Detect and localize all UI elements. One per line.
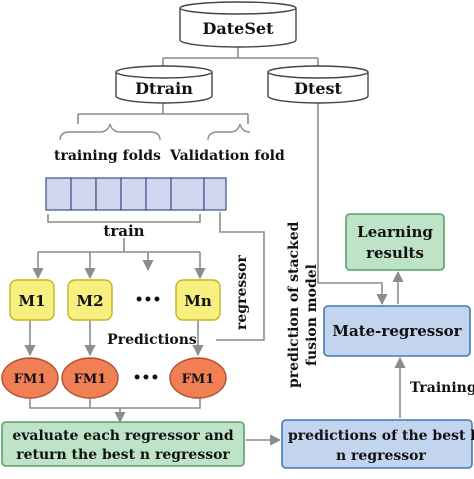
dtest-label: Dtest xyxy=(294,79,342,98)
dtest-node: Dtest xyxy=(267,65,369,104)
train-label: train xyxy=(103,222,144,240)
m2-label: M2 xyxy=(76,292,103,310)
fm-node-2: FM1 xyxy=(61,357,119,399)
fold-5 xyxy=(145,177,172,211)
validation-fold-label: Validation fold xyxy=(169,148,285,164)
evaluate-line2: return the best n regressor xyxy=(16,447,230,463)
best-predictions-node: predictions of the best le n regressor xyxy=(281,419,474,469)
models-ellipsis: ••• xyxy=(135,292,162,308)
regressor-vertical-label: regressor xyxy=(234,255,250,330)
fm-node-1: FM1 xyxy=(1,357,59,399)
evaluate-line1: evaluate each regressor and xyxy=(12,428,233,444)
training-label: Training xyxy=(410,380,474,396)
dataset-label: DateSet xyxy=(203,19,275,38)
learning-results-node: Learning results xyxy=(345,213,445,271)
fm-n-label: FM1 xyxy=(182,372,215,387)
fm-node-n: FM1 xyxy=(169,357,227,399)
folds-bar xyxy=(45,177,227,211)
best-line1: predictions of the best le xyxy=(288,428,474,444)
dtest-to-mate-connector xyxy=(317,100,388,306)
model-m2: M2 xyxy=(67,279,113,321)
mate-regressor-label: Mate-regressor xyxy=(332,322,462,340)
train-to-models-connector xyxy=(38,238,200,253)
dataset-split-connector xyxy=(162,48,319,70)
dtrain-to-folds-connector xyxy=(77,102,249,124)
predictions-label: Predictions xyxy=(107,332,197,348)
dtrain-label: Dtrain xyxy=(135,79,193,98)
validation-connector xyxy=(216,212,265,341)
best-line2: n regressor xyxy=(336,448,427,464)
fold-6 xyxy=(170,177,205,211)
learning-line2: results xyxy=(366,244,424,262)
model-mn: Mn xyxy=(175,279,221,321)
mate-regressor-node: Mate-regressor xyxy=(323,305,471,357)
mn-label: Mn xyxy=(184,292,212,310)
dataset-node: DateSet xyxy=(179,1,297,48)
stacked-fusion-line1: prediction of stacked xyxy=(286,221,302,388)
fold-2 xyxy=(70,177,97,211)
learning-line1: Learning xyxy=(357,223,433,241)
fm-2-label: FM1 xyxy=(74,372,107,387)
m1-label: M1 xyxy=(18,292,45,310)
folds-top-brace xyxy=(59,123,161,141)
connectors xyxy=(24,48,406,446)
evaluate-node: evaluate each regressor and return the b… xyxy=(1,421,245,467)
validation-fold-cell xyxy=(203,177,227,211)
training-folds-label: training folds xyxy=(54,148,161,164)
train-brace xyxy=(47,214,201,223)
stacked-fusion-line2: fusion model xyxy=(304,264,320,366)
fm-ellipsis: ••• xyxy=(133,370,160,386)
model-m1: M1 xyxy=(9,279,55,321)
fold-4 xyxy=(120,177,147,211)
fold-3 xyxy=(95,177,122,211)
dtrain-node: Dtrain xyxy=(115,65,213,104)
fold-1 xyxy=(45,177,72,211)
fm-1-label: FM1 xyxy=(14,372,47,387)
validation-top-brace xyxy=(207,123,251,141)
fm-to-evaluate-connector xyxy=(29,395,201,422)
